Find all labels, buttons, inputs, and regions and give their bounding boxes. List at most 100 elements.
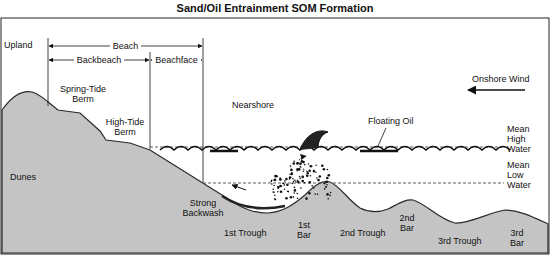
plume-dot: [297, 181, 300, 184]
plume-dot: [272, 188, 274, 190]
ground-profile: [2, 92, 548, 253]
oil-slick: [210, 150, 238, 153]
title: Sand/Oil Entrainment SOM Formation: [0, 2, 550, 15]
plume-dot: [289, 178, 291, 180]
plume-dot: [328, 174, 331, 177]
plume-dot: [310, 175, 312, 177]
bracket-tick: [203, 38, 204, 182]
plume-dot: [288, 191, 290, 193]
plume-dot: [321, 165, 324, 168]
sediment-band: [222, 196, 285, 208]
waves: [160, 147, 510, 151]
plume-dot: [305, 197, 308, 200]
plume-dot: [285, 178, 288, 181]
plume-dot: [294, 189, 297, 192]
plume-dot: [293, 192, 295, 194]
plume-dot: [273, 179, 276, 182]
label: Spring-Tide Berm: [54, 84, 112, 104]
plume-dot: [323, 168, 326, 171]
plume-dot: [316, 177, 318, 179]
label: Beach: [110, 41, 142, 51]
plume-dot: [290, 165, 292, 167]
plume-dot: [275, 175, 278, 178]
label: Mean High Water: [507, 124, 545, 154]
plume-dot: [326, 184, 328, 186]
plume-dot: [291, 173, 294, 176]
plume-dot: [325, 186, 327, 188]
label: Dunes: [10, 172, 36, 182]
label: Strong Backwash: [176, 198, 230, 218]
plume-dot: [324, 183, 326, 185]
plume-dot: [311, 185, 313, 187]
plume-dot: [271, 180, 273, 182]
plume-dot: [317, 194, 319, 196]
label: Upland: [4, 40, 33, 50]
label: 1st Bar: [292, 220, 316, 240]
plume-dot: [304, 164, 306, 166]
plume-dot: [301, 176, 304, 179]
plume-dot: [285, 197, 288, 200]
plume-dot: [302, 161, 305, 164]
bracket-tick: [48, 38, 49, 106]
label: Onshore Wind: [472, 74, 530, 84]
plume-dot: [313, 187, 315, 189]
plume-dot: [308, 192, 311, 195]
plume-dot: [273, 185, 275, 187]
plume-dot: [272, 191, 274, 193]
plume-dot: [310, 165, 313, 168]
plume-dot: [298, 168, 301, 171]
plume-dot: [283, 183, 285, 185]
plume-dot: [325, 182, 327, 184]
plume-dot: [277, 188, 279, 190]
label: High-Tide Berm: [100, 117, 150, 137]
plume-dot: [297, 197, 299, 199]
breaking-wave: [300, 131, 328, 150]
label: 1st Trough: [224, 228, 267, 238]
label: Nearshore: [232, 100, 274, 110]
plume-dot: [279, 185, 282, 188]
plume-dot: [293, 196, 295, 198]
wind-arrow: [468, 89, 525, 91]
circulation-arrow: [299, 156, 308, 172]
plume-dot: [291, 172, 293, 174]
plume-dot: [279, 179, 281, 181]
oil-slick: [360, 150, 398, 153]
plume-dot: [274, 198, 276, 200]
plume-dot: [274, 194, 276, 196]
plume-dot: [277, 191, 279, 193]
bracket-tick: [150, 52, 151, 149]
plume-dot: [308, 181, 311, 184]
plume-dot: [271, 183, 273, 185]
plume-dot: [290, 169, 293, 172]
plume-dot: [289, 174, 291, 176]
wave-line: [160, 147, 510, 151]
plume-dot: [284, 180, 286, 182]
plume-dot: [326, 177, 329, 180]
plume-dot: [279, 179, 281, 181]
plume-dot: [282, 183, 284, 185]
label: Beachface: [152, 55, 201, 65]
plume-dot: [303, 170, 305, 172]
plume-dot: [324, 188, 326, 190]
plume-dot: [292, 178, 294, 180]
plume-dot: [300, 187, 302, 189]
plume-dot: [314, 193, 316, 195]
plume-dot: [299, 176, 301, 178]
label: Backbeach: [74, 55, 125, 65]
plume-dot: [296, 170, 298, 172]
plume-dot: [315, 171, 317, 173]
plume-dot: [290, 196, 293, 199]
mean-low-water-line: [198, 183, 504, 184]
plume-dot: [293, 161, 295, 163]
plume-dot: [299, 178, 301, 180]
plume-dot: [280, 191, 283, 194]
plume-dot: [295, 181, 297, 183]
plume-dot: [325, 186, 327, 188]
plume-dot: [286, 184, 289, 187]
plume-dot: [284, 184, 286, 186]
plume-dot: [292, 183, 294, 185]
label: Floating Oil: [368, 116, 414, 126]
label: 3rd Trough: [438, 236, 482, 246]
plume-dot: [294, 180, 296, 182]
